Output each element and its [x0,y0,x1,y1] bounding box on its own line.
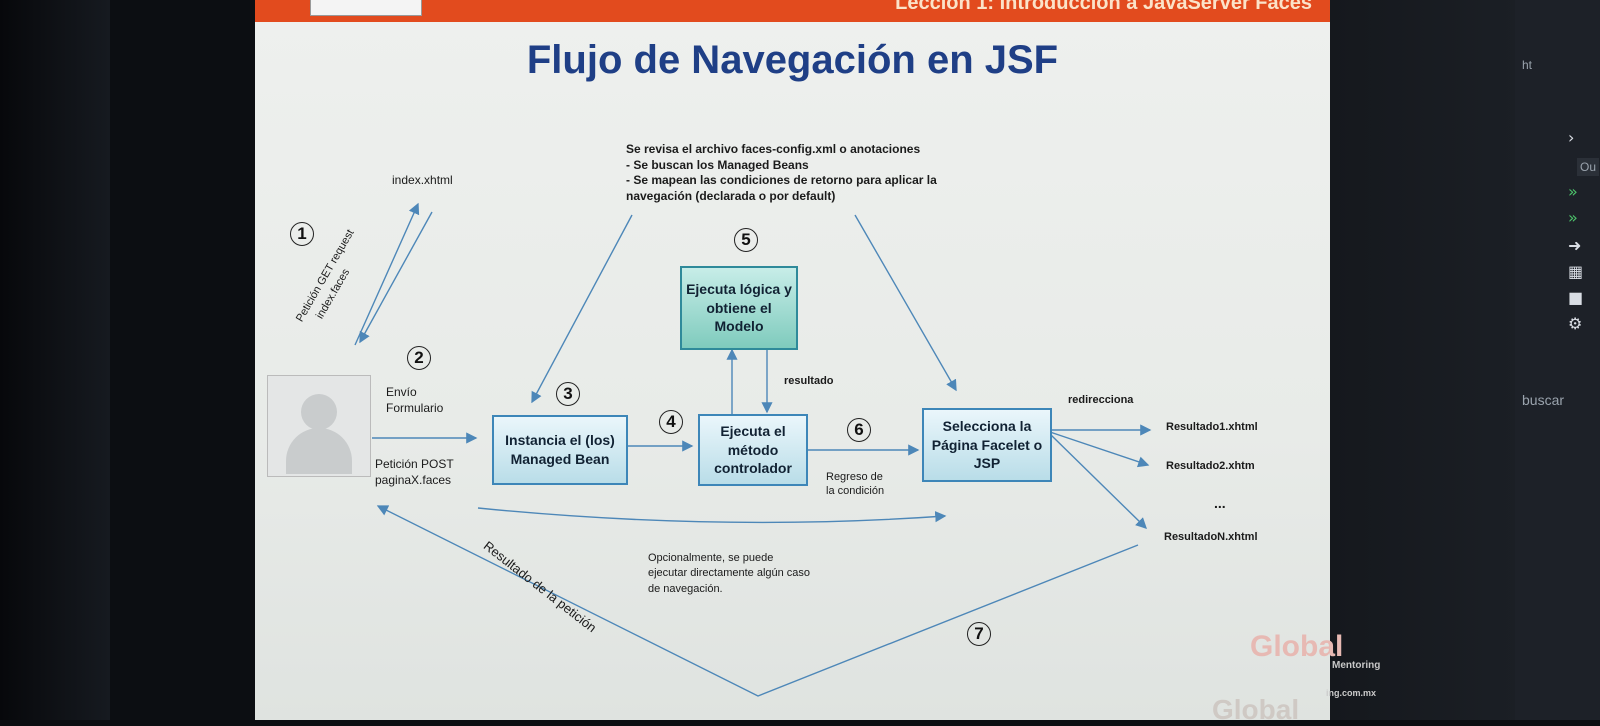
controller-method-box: Ejecuta el método controlador [698,414,808,486]
config-note-line-4: navegación (declarada o por default) [626,188,836,203]
user-head [301,394,337,430]
page-selection-box: Selecciona la Página Facelet o JSP [922,408,1052,482]
formulario-line: Formulario [386,401,444,416]
result-ellipsis: ... [1214,495,1226,511]
arrow-result-n [1049,433,1148,529]
step-5-badge: 5 [734,228,758,252]
arrow-right-icon[interactable]: ➜ [1568,236,1582,255]
side-panel [1515,0,1600,720]
regreso-line: Regreso de [826,471,883,483]
side-text-ht: ht [1522,58,1533,72]
post-request-label: Petición POST paginaX.faces [375,456,454,488]
config-note: Se revisa el archivo faces-config.xml o … [626,142,937,204]
arrow-index-response [359,211,433,344]
config-note-line-3: - Se mapean las condiciones de retorno p… [626,173,937,188]
condicion-line: la condición [826,485,885,498]
settings-icon[interactable]: ⚙ [1568,314,1583,333]
side-search-text[interactable]: buscar [1522,392,1565,408]
post-line: Petición POST [375,457,454,471]
step-2-badge: 2 [407,346,431,370]
envio-line: Envío [386,385,417,399]
arrow-result-back-to-user [376,505,1139,697]
result-2-label: Resultado2.xhtm [1166,460,1255,472]
optional-line-1: Opcionalmente, se puede [648,552,774,564]
user-body [286,428,352,474]
stack-icon[interactable]: ▦ [1568,262,1584,281]
brand-logo-bottom: Global [1212,694,1300,725]
brand-url-fragment: ing.com.mx [1326,688,1377,698]
regreso-condicion-label: Regreso de la condición [826,470,884,499]
business-logic-box: Ejecuta lógica y obtiene el Modelo [680,266,798,350]
step-3-badge: 3 [556,382,580,406]
square-icon[interactable]: ■ [1568,288,1584,307]
fast-forward-icon-2[interactable]: » [1568,208,1578,227]
brand-logo-subtitle: Mentoring [1332,660,1381,671]
step-6-badge: 6 [847,418,871,442]
resultado-label: resultado [784,375,834,387]
arrow-config-to-bean [531,214,633,404]
step-1-badge: 1 [290,222,314,246]
pagina-line: paginaX.faces [375,473,452,488]
arrow-config-to-page [854,214,957,392]
index-xhtml-label: index.xhtml [392,173,453,187]
lesson-title: Lección 1: Introducción a JavaServer Fac… [895,0,1312,14]
user-avatar-card [267,375,371,477]
result-n-label: ResultadoN.xhtml [1164,531,1258,543]
optional-navigation-note: Opcionalmente, se puede ejecutar directa… [648,551,810,597]
arrow-result-2 [1049,431,1150,468]
step-4-badge: 4 [659,410,683,434]
side-tab-ou[interactable]: Ou [1577,158,1600,176]
managed-bean-box: Instancia el (los) Managed Bean [492,415,628,485]
brand-logo-watermark: Global [1250,630,1344,663]
slide-header-bar: Lección 1: Introducción a JavaServer Fac… [255,0,1330,22]
chevron-right-icon[interactable]: › [1568,128,1575,147]
optional-line-2: ejecutar directamente algún caso [648,567,811,580]
redirecciona-label: redirecciona [1068,394,1134,406]
envio-formulario-label: Envío Formulario [386,384,443,416]
arrow-get-request [354,202,420,346]
monitor-bezel-left [0,0,110,720]
header-logo [310,0,422,16]
config-note-line-2: - Se buscan los Managed Beans [626,157,809,172]
optional-line-3: de navegación. [648,582,723,595]
result-1-label: Resultado1.xhtml [1166,421,1258,433]
slide-title: Flujo de Navegación en JSF [526,38,1059,82]
arrow-optional-navigation [477,507,947,524]
fast-forward-icon[interactable]: » [1568,182,1578,201]
step-7-badge: 7 [967,622,991,646]
slide [255,0,1330,720]
config-note-line-1: Se revisa el archivo faces-config.xml o … [626,142,921,156]
